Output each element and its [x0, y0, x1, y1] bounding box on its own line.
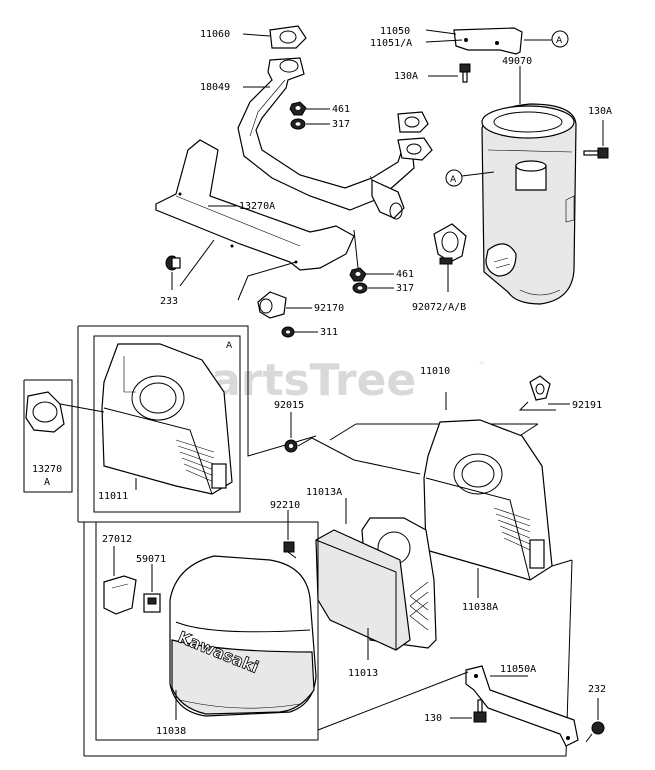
leader-connector-bottom: [317, 671, 469, 731]
frame-box-a: [93, 335, 241, 513]
label-11051a: 11051/A: [370, 38, 412, 49]
leader-13270-to-base: [59, 403, 105, 413]
label-92170: 92170: [314, 303, 344, 314]
label-11013: 11013: [348, 668, 378, 679]
watermark-trademark: ™: [478, 361, 486, 370]
nut-311[interactable]: [281, 326, 295, 338]
frame-box-a-letter: A: [226, 341, 233, 351]
label-11060: 11060: [200, 29, 230, 40]
label-27012: 27012: [102, 534, 132, 545]
label-130: 130: [424, 713, 442, 724]
leader-11050: [425, 29, 457, 35]
label-11038: 11038: [156, 726, 186, 737]
leader-11051a: [425, 39, 463, 43]
label-233: 233: [160, 296, 178, 307]
label-11050: 11050: [380, 26, 410, 37]
frame-assembly-top: [78, 325, 317, 457]
label-49070: 49070: [502, 56, 532, 67]
washer-317-bottom[interactable]: [352, 282, 368, 294]
air-cleaner-base-11038a[interactable]: [423, 419, 553, 581]
label-130a-right: 130A: [588, 106, 612, 117]
label-317-bottom: 317: [396, 283, 414, 294]
label-11050a: 11050A: [500, 664, 536, 675]
leader-92015-b: [297, 437, 421, 475]
bracket-11050a[interactable]: [465, 665, 579, 747]
exhaust-pipe-18049[interactable]: [237, 57, 415, 220]
leader-clamp-92170-a: [237, 261, 297, 301]
screw-232[interactable]: [585, 721, 605, 743]
label-232: 232: [588, 684, 606, 695]
muffler-49070[interactable]: [481, 103, 577, 305]
clamp-92072[interactable]: [433, 223, 467, 265]
nut-461-top[interactable]: [289, 101, 307, 116]
leader-233-b: [179, 239, 215, 287]
leader-connector-right: [551, 559, 573, 567]
callout-a-mid: A: [445, 169, 495, 187]
label-11038a: 11038A: [462, 602, 498, 613]
label-92191: 92191: [572, 400, 602, 411]
label-11013a: 11013A: [306, 487, 342, 498]
bolt-130a-right[interactable]: [583, 147, 609, 159]
pre-filter-11013[interactable]: [315, 529, 411, 651]
frame-assembly-bottom: [84, 559, 573, 757]
nut-461-bottom[interactable]: [349, 267, 367, 282]
heat-shield-11050[interactable]: [453, 27, 523, 55]
frame-13270: [23, 379, 73, 493]
air-cleaner-base-11011[interactable]: [101, 343, 233, 495]
label-13270a: 13270A: [239, 201, 275, 212]
label-13270-a: A: [44, 477, 50, 488]
label-317-top: 317: [332, 119, 350, 130]
label-461-bottom: 461: [396, 269, 414, 280]
label-130a-top: 130A: [394, 71, 418, 82]
label-18049: 18049: [200, 82, 230, 93]
label-92072: 92072/A/B: [412, 302, 466, 313]
frame-cover: [95, 521, 319, 741]
exhaust-gasket-lower: [397, 137, 433, 161]
air-cleaner-cover-11038[interactable]: [169, 555, 317, 717]
clamp-92191[interactable]: [529, 375, 551, 401]
leader-11060: [242, 33, 271, 37]
gasket-13270[interactable]: [25, 391, 65, 433]
callout-a-top: A: [524, 30, 569, 48]
label-11011: 11011: [98, 491, 128, 502]
callout-a-top-label: A: [556, 36, 563, 46]
latch-27012[interactable]: [103, 575, 137, 615]
callout-a-mid-label: A: [450, 175, 457, 185]
label-461-top: 461: [332, 104, 350, 115]
label-13270: 13270: [32, 464, 62, 475]
clamp-92170[interactable]: [257, 291, 287, 319]
label-11010: 11010: [420, 366, 450, 377]
leader-11010-left: [329, 423, 357, 441]
bolt-130a-top[interactable]: [459, 63, 471, 83]
clip-92210[interactable]: [283, 541, 297, 559]
label-59071: 59071: [136, 554, 166, 565]
nut-233[interactable]: [165, 255, 181, 271]
leader-stud: [353, 229, 359, 269]
washer-317-top[interactable]: [290, 118, 306, 130]
bolt-130[interactable]: [473, 699, 487, 723]
leader-92191-a: [518, 401, 556, 411]
label-92015: 92015: [274, 400, 304, 411]
exhaust-gasket-upper: [397, 111, 429, 133]
label-311: 311: [320, 327, 338, 338]
screw-92015[interactable]: [284, 439, 298, 453]
label-92210: 92210: [270, 500, 300, 511]
gasket-11060[interactable]: [269, 25, 307, 49]
knob-59071[interactable]: [143, 593, 161, 613]
